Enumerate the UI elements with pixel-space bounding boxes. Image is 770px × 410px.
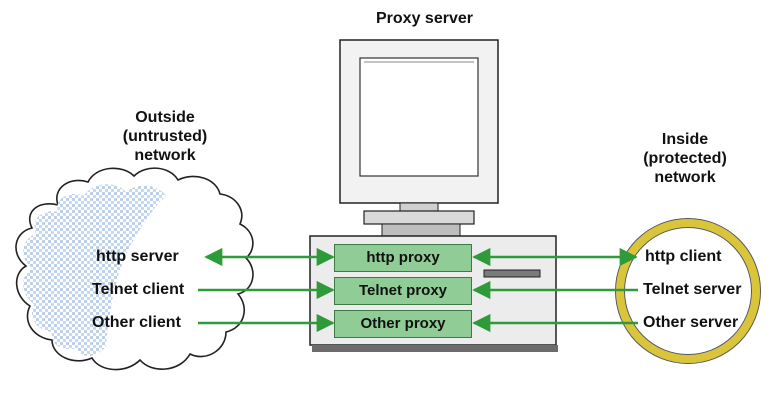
outside-item-other-client: Other client [92, 314, 181, 331]
inside-title-line-2: (protected) [643, 150, 727, 167]
outside-item-telnet-client: Telnet client [92, 281, 185, 298]
monitor-screen [359, 57, 479, 177]
connection-arrows [198, 247, 638, 333]
outside-title-line-3: network [134, 147, 196, 164]
inside-item-http-client: http client [645, 248, 722, 265]
computer-case-shadow [312, 345, 558, 352]
inside-title-line-1: Inside [661, 131, 709, 148]
other-proxy-box: Other proxy [334, 310, 472, 338]
inside-item-telnet-server: Telnet server [643, 281, 742, 298]
monitor-base [381, 223, 461, 237]
telnet-proxy-box: Telnet proxy [334, 277, 472, 305]
cloud-texture [23, 184, 166, 356]
inside-title-line-3: network [654, 169, 716, 186]
disk-drive-slot [483, 269, 541, 278]
outside-network-cloud [15, 167, 254, 371]
monitor-neck [399, 202, 439, 212]
inside-item-other-server: Other server [643, 314, 739, 331]
monitor-stand [363, 210, 475, 225]
outside-title-line-1: Outside [135, 109, 195, 126]
proxy-computer [309, 39, 558, 352]
proxy-server-title: Proxy server [376, 10, 473, 27]
http-proxy-box: http proxy [334, 244, 472, 272]
outside-item-http-server: http server [96, 248, 179, 265]
outside-title-line-2: (untrusted) [122, 128, 208, 145]
